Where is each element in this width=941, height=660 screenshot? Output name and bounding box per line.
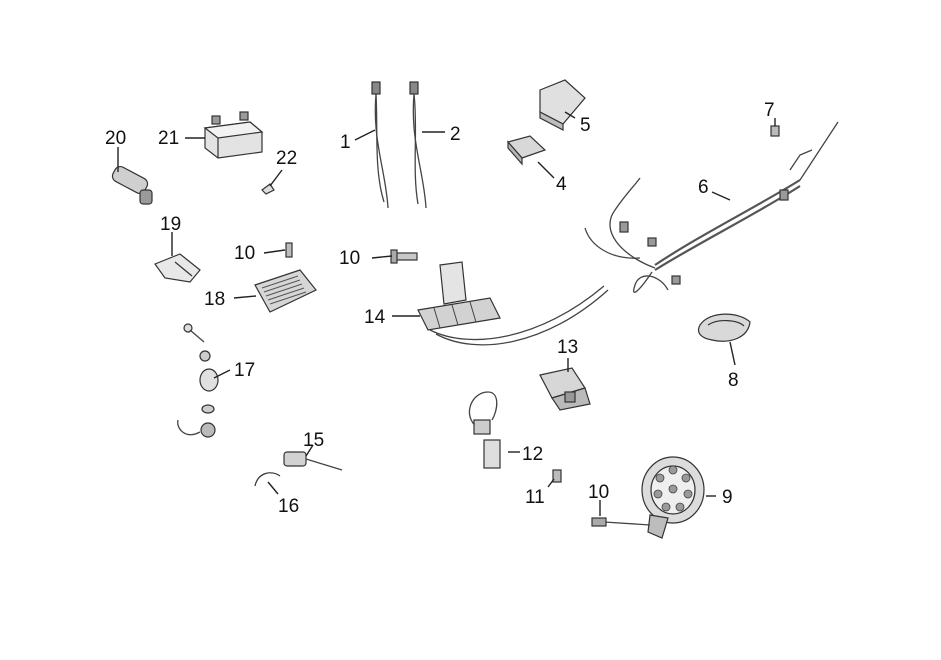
part-10-bolt-center — [371, 249, 418, 264]
part-4-relay — [506, 135, 555, 179]
callout-15: 15 — [303, 430, 324, 451]
part-20-fuse-holder — [111, 147, 153, 205]
callout-labels: 1 2 4 5 6 7 8 9 10 10 10 11 12 13 14 15 … — [105, 100, 775, 517]
part-2-wire — [409, 81, 445, 209]
callout-5: 5 — [580, 115, 591, 136]
callout-16: 16 — [278, 496, 299, 517]
part-12-ignition-coil — [468, 391, 520, 469]
callout-13: 13 — [557, 337, 578, 358]
part-22-clip — [261, 169, 283, 195]
callout-14: 14 — [364, 307, 386, 328]
callout-1: 1 — [340, 132, 351, 153]
part-8-cover — [697, 313, 751, 366]
part-13-relay — [539, 358, 591, 411]
callout-10-c: 10 — [588, 482, 609, 503]
callout-6: 6 — [698, 177, 709, 198]
callout-12: 12 — [522, 444, 543, 465]
part-9-horn — [603, 456, 716, 539]
callout-18: 18 — [204, 289, 225, 310]
callout-10-a: 10 — [234, 243, 255, 264]
part-10-connector — [591, 500, 607, 527]
callout-4: 4 — [556, 174, 567, 195]
callout-22: 22 — [276, 148, 297, 169]
callout-8: 8 — [728, 370, 739, 391]
part-10-bolt-upper-left — [263, 242, 293, 258]
callout-2: 2 — [450, 124, 461, 145]
part-5-control-unit — [539, 79, 586, 131]
part-18-regulator — [233, 269, 317, 313]
callout-10-b: 10 — [339, 248, 360, 269]
callout-7: 7 — [764, 100, 775, 121]
part-6-wiring-harness — [584, 121, 839, 293]
part-11-bolt — [547, 469, 562, 488]
part-16-clip — [254, 472, 281, 495]
part-7-bolt — [770, 118, 780, 137]
callout-11: 11 — [525, 487, 545, 508]
part-15-sensor — [283, 444, 343, 471]
callout-9: 9 — [722, 487, 733, 508]
callout-21: 21 — [158, 128, 179, 149]
part-21-battery — [185, 111, 264, 159]
callout-17: 17 — [234, 360, 255, 381]
callout-20: 20 — [105, 128, 126, 149]
part-19-rubber-cover — [154, 232, 201, 283]
part-1-wire — [354, 81, 389, 209]
callout-19: 19 — [160, 214, 181, 235]
part-14-fuse-box — [392, 261, 609, 346]
part-17-switch — [177, 323, 231, 438]
